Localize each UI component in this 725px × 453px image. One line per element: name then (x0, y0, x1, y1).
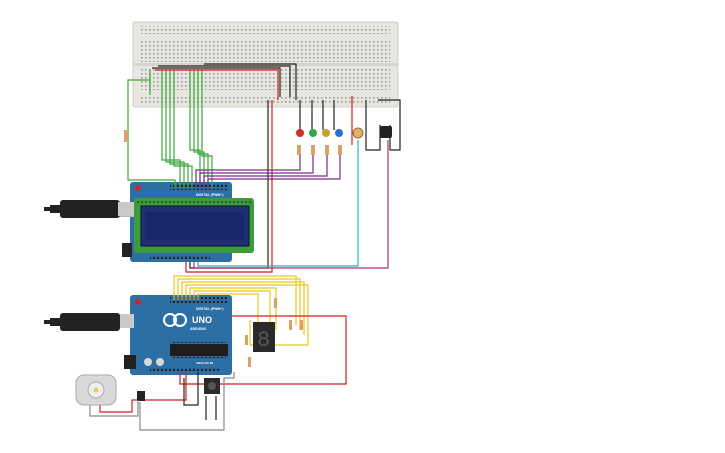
power-jack (124, 355, 136, 369)
red-wire-motor (99, 372, 187, 413)
black-wires-bottom (183, 372, 217, 420)
lcd-display (134, 198, 254, 253)
gray-wires (89, 372, 235, 431)
seven-segment-digit: 8 (257, 328, 270, 353)
usb-port (118, 314, 134, 328)
led-icon (296, 129, 343, 137)
transistor-icon (137, 391, 145, 401)
analog-label: ANALOG IN (196, 361, 213, 365)
uno-brand: UNO (192, 315, 212, 325)
resistor-icon (124, 130, 342, 155)
motor-icon (75, 374, 117, 406)
green-wires (127, 70, 213, 188)
resistor-icon (245, 298, 303, 367)
red-wire-bottom (179, 315, 347, 385)
usb-plug-icon (44, 200, 134, 218)
seven-segment-display: 8 (253, 322, 275, 353)
yellow-wires (173, 275, 309, 350)
pushbutton-icon (204, 378, 220, 394)
arduino-sub: ARDUINO (190, 327, 207, 331)
digital-label: DIGITAL (PWM~) (196, 193, 224, 197)
arduino-logo (163, 313, 177, 327)
magenta-wire (193, 140, 389, 269)
cyan-wire (197, 140, 359, 267)
usb-plug-icon (44, 313, 120, 331)
reset-button-icon[interactable] (135, 299, 141, 305)
temperature-sensor-icon (380, 126, 392, 138)
digital-label: DIGITAL (PWM~) (196, 307, 224, 311)
lcd-screen (146, 212, 244, 240)
reset-button-icon[interactable] (135, 185, 141, 191)
purple-wires (195, 150, 341, 188)
power-jack (122, 243, 132, 257)
red-wires (155, 69, 353, 273)
arduino-bottom: DIGITAL (PWM~) UNO ARDUINO ANALOG IN (118, 295, 232, 375)
chip (170, 344, 228, 356)
photoresistor-icon (352, 127, 364, 139)
